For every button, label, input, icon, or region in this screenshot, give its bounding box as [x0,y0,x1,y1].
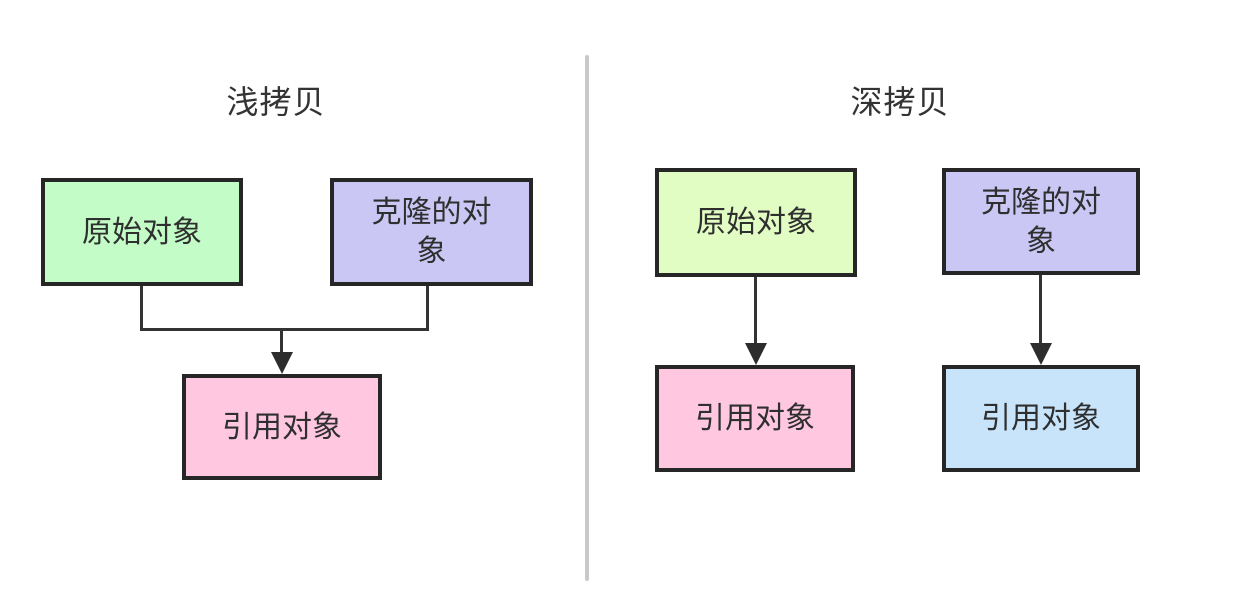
panel-divider-line [585,55,589,581]
deep-original-object-node: 原始对象 [655,168,857,277]
shallow-copy-title: 浅拷贝 [226,84,326,120]
deep-referenced-object-of-clone-node: 引用对象 [942,365,1140,472]
shallow-original-object-node: 原始对象 [41,178,243,286]
shallow-cloned-object-node: 克隆的对象 [330,178,533,286]
deep-original-arrowhead-icon [745,343,767,365]
node-label: 克隆的对象 [981,185,1101,258]
deep-referenced-object-of-original-node: 引用对象 [655,365,855,472]
node-label: 引用对象 [981,402,1101,435]
node-label: 引用对象 [222,410,342,444]
shallow-connector-arrow-stem [280,329,283,355]
deep-copy-title: 深拷贝 [850,84,950,120]
deep-cloned-object-node: 克隆的对象 [942,168,1140,275]
deep-original-arrow-stem [754,277,757,347]
shallow-connector-left-drop [140,286,143,331]
node-label: 原始对象 [696,206,816,239]
node-label: 原始对象 [82,215,202,249]
shallow-connector-merge-bar [140,328,429,331]
deep-clone-arrowhead-icon [1030,343,1052,365]
deep-clone-arrow-stem [1039,275,1042,347]
node-label: 引用对象 [695,402,815,435]
node-label: 克隆的对象 [371,196,492,268]
shallow-referenced-object-node: 引用对象 [182,374,382,480]
shallow-connector-arrowhead-icon [271,352,293,374]
shallow-connector-right-drop [426,286,429,331]
